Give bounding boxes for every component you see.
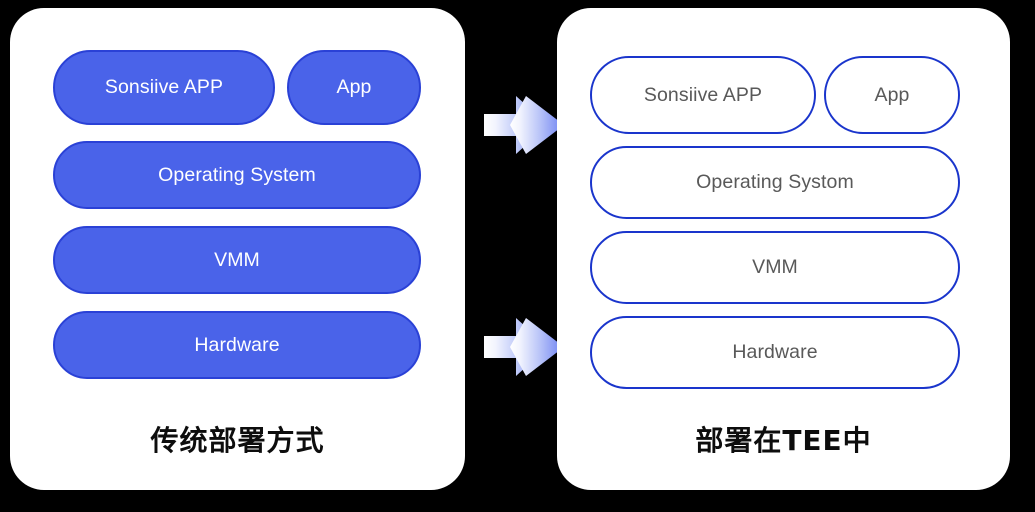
- double-chevron-arrow-bottom-icon: [482, 314, 566, 380]
- traditional-deployment-caption: 传统部署方式: [150, 424, 325, 457]
- layer-label: VMM: [752, 256, 798, 278]
- layer-pill-app-right[interactable]: App: [824, 56, 960, 134]
- layer-label: Sonsiive APP: [104, 76, 224, 98]
- layer-pill-app-left[interactable]: App: [287, 50, 421, 125]
- layer-pill-operating-system-right[interactable]: Operating Systom: [590, 146, 960, 219]
- layer-pill-sensitive-app-left[interactable]: Sonsiive APP: [53, 50, 275, 125]
- layer-pill-hardware-right[interactable]: Hardware: [590, 316, 960, 389]
- double-chevron-arrow-top-icon: [482, 92, 566, 158]
- layer-pill-vmm-right[interactable]: VMM: [590, 231, 960, 304]
- layer-pill-operating-system-left[interactable]: Operating System: [53, 141, 421, 209]
- layer-label: VMM: [214, 248, 260, 271]
- traditional-stack: Sonsiive APP App Operating System VMM Ha…: [10, 8, 465, 490]
- layer-label: Hardware: [194, 333, 280, 356]
- traditional-deployment-card: Sonsiive APP App Operating System VMM Ha…: [10, 8, 465, 490]
- layer-pill-sensitive-app-right[interactable]: Sonsiive APP: [590, 56, 816, 134]
- layer-label: App: [874, 83, 910, 106]
- layer-label: Operating Systom: [696, 171, 854, 193]
- layer-label: Hardware: [732, 341, 818, 363]
- tee-stack: Sonsiive APP App Operating Systom VMM Ha…: [557, 8, 1010, 490]
- tee-deployment-card: Sonsiive APP App Operating Systom VMM Ha…: [557, 8, 1010, 490]
- tee-deployment-caption: 部署在TEE中: [695, 424, 872, 457]
- layer-label: Operating System: [158, 163, 316, 186]
- layer-pill-hardware-left[interactable]: Hardware: [53, 311, 421, 379]
- layer-pill-vmm-left[interactable]: VMM: [53, 226, 421, 294]
- layer-label: Sonsiive APP: [643, 83, 763, 106]
- layer-label: App: [336, 76, 372, 98]
